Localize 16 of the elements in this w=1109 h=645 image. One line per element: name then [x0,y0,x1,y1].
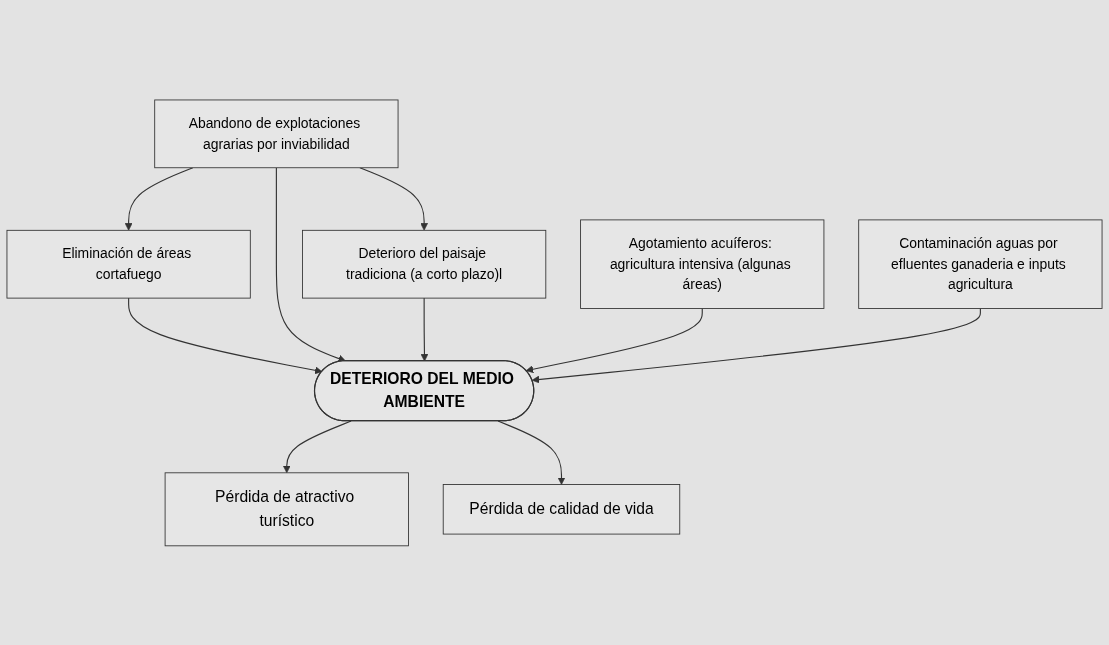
arrow [275,166,346,362]
arrow [282,420,352,473]
node-box: Contaminación aguas por efluentes ganaderia e inputs agricultura [858,219,1103,309]
arrow [124,166,194,231]
node-box: Eliminación de áreas cortafuego [6,229,251,299]
arrow [128,297,323,374]
arrow [531,307,981,383]
arrow [359,166,428,231]
node-box: Agotamiento acuíferos: agricultura intensiva (algunas áreas) [580,219,825,309]
arrow [497,420,566,485]
node-box: Pérdida de calidad de vida [442,483,681,535]
arrow [420,297,429,362]
node-box: Pérdida de atractivo turístico [164,472,409,546]
arrow [525,307,703,373]
node-box: Abandono de explotaciones agrarias por inviabilidad [154,99,399,168]
node-box: Deterioro del paisaje tradiciona (a corto plazo)l [302,229,547,299]
